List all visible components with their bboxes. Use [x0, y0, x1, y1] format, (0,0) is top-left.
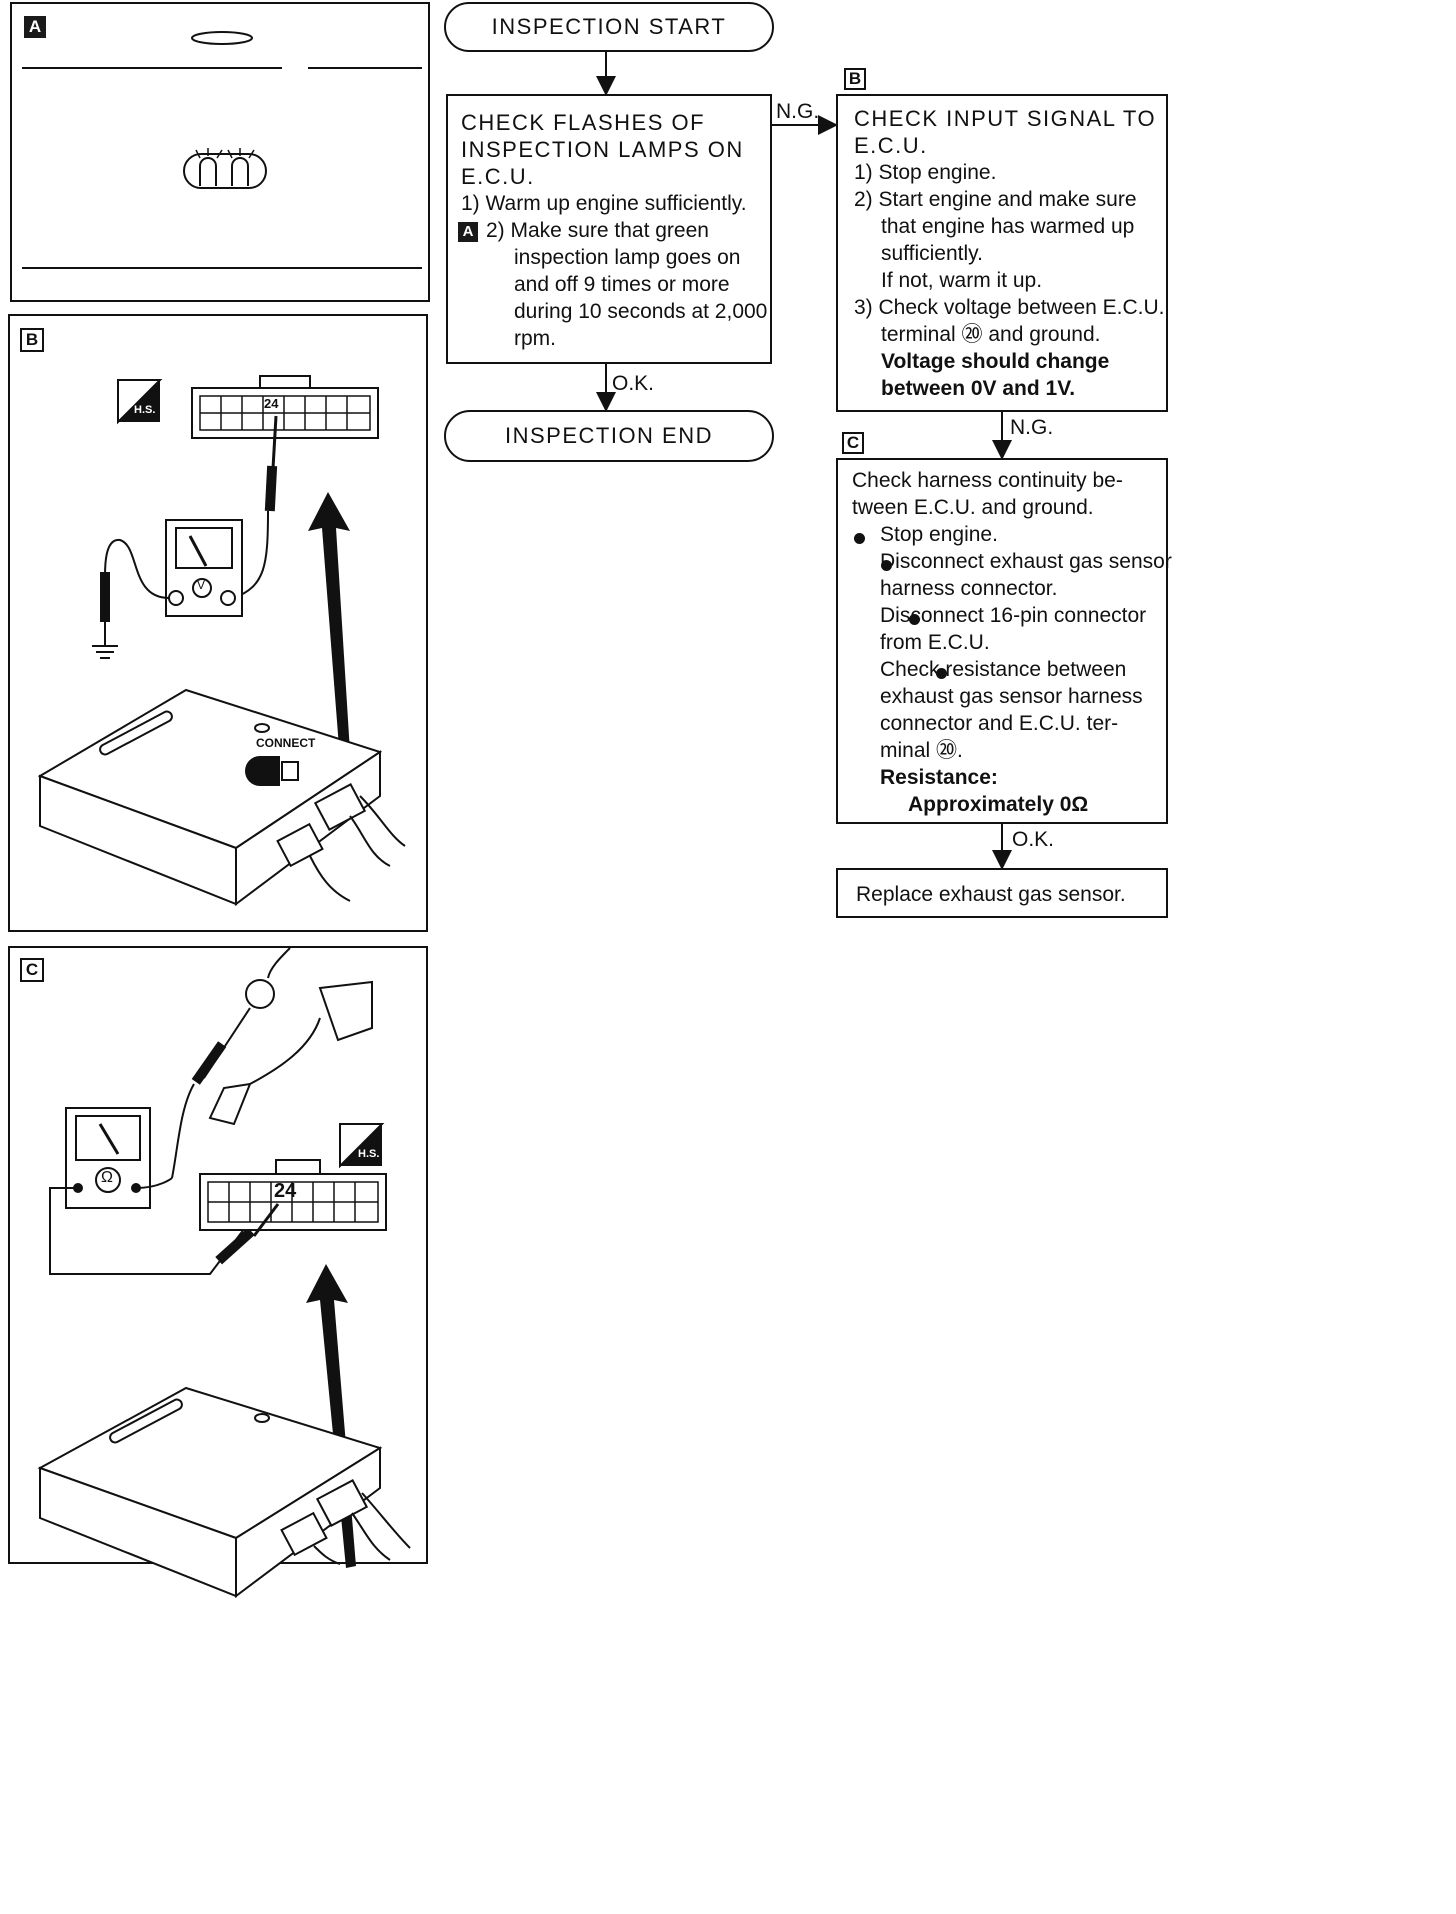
hs-label-c: H.S.	[358, 1148, 380, 1160]
ok-label-2: O.K.	[1012, 828, 1055, 851]
terminal-24-symbol: ⑳	[961, 323, 983, 346]
harness-continuity-box: Check harness continuity be- tween E.C.U…	[836, 458, 1172, 824]
ng-label-1: N.G.	[776, 100, 820, 123]
check-input-signal-box: CHECK INPUT SIGNAL TO E.C.U. 1) Stop eng…	[836, 94, 1168, 412]
bullet-2	[881, 560, 893, 572]
inspection-start: INSPECTION START	[444, 2, 774, 52]
box-b-tag: B	[844, 68, 866, 90]
harness-intro-2: tween E.C.U. and ground.	[852, 496, 1094, 519]
check-flashes-step2-3: and off 9 times or more	[514, 273, 730, 296]
input-signal-title-2: E.C.U.	[854, 133, 928, 158]
replace-sensor-text: Replace exhaust gas sensor.	[856, 883, 1126, 906]
input-signal-step2-3: sufficiently.	[881, 242, 983, 265]
input-signal-step2-1: 2) Start engine and make sure	[854, 188, 1137, 211]
check-flashes-step1: 1) Warm up engine sufficiently.	[461, 192, 747, 215]
harness-bullet-2-2: harness connector.	[880, 577, 1058, 600]
input-signal-step2-4: If not, warm it up.	[881, 269, 1043, 292]
panel-b-tag: B	[20, 328, 44, 352]
check-flashes-title-3: E.C.U.	[461, 164, 535, 189]
ok-label-1: O.K.	[612, 372, 655, 395]
check-flashes-title-2: INSPECTION LAMPS ON	[461, 137, 744, 162]
resistance-label: Resistance:	[880, 766, 998, 789]
harness-bullet-1-1: Stop engine.	[880, 523, 998, 546]
ng-label-2: N.G.	[1010, 416, 1054, 439]
input-signal-step3-2: terminal ⑳ and ground.	[881, 323, 1101, 346]
connector-pin-label-c: 24	[274, 1180, 297, 1202]
bullet-4	[936, 668, 948, 680]
step2-ref-tag: A	[458, 222, 478, 242]
harness-bullet-4-1: Check resistance between	[880, 658, 1127, 681]
voltmeter-check-illustration	[37, 375, 406, 906]
ohmmeter-symbol: Ω	[101, 1169, 113, 1186]
hs-label-b: H.S.	[134, 404, 156, 416]
replace-sensor-box: Replace exhaust gas sensor.	[836, 868, 1168, 918]
panel-b: B	[8, 314, 428, 932]
check-flashes-step2-5: rpm.	[514, 327, 556, 350]
input-signal-step3-1: 3) Check voltage between E.C.U.	[854, 296, 1165, 319]
input-signal-step1: 1) Stop engine.	[854, 161, 997, 184]
check-flashes-step2-1: 2) Make sure that green	[486, 219, 709, 242]
ohmmeter-check-illustration	[37, 947, 411, 1598]
connect-label: CONNECT	[256, 736, 316, 750]
harness-bullet-2-1: Disconnect exhaust gas sensor	[880, 550, 1172, 573]
harness-bullet-3-2: from E.C.U.	[880, 631, 990, 654]
connector-pin-label-b: 24	[264, 396, 279, 411]
check-flashes-title-1: CHECK FLASHES OF	[461, 110, 706, 135]
input-signal-step2-2: that engine has warmed up	[881, 215, 1135, 238]
check-flashes-step2-4: during 10 seconds at 2,000	[514, 300, 768, 323]
inspection-end: INSPECTION END	[444, 410, 774, 462]
bullet-1	[854, 533, 865, 545]
harness-intro-1: Check harness continuity be-	[852, 469, 1123, 492]
panel-a: A	[10, 2, 430, 302]
resistance-value: Approximately 0Ω	[908, 793, 1089, 816]
panel-a-tag: A	[24, 16, 46, 38]
panel-c-tag: C	[20, 958, 44, 982]
bullet-3	[908, 614, 920, 626]
harness-bullet-4-4: minal ⑳.	[880, 739, 963, 762]
box-c-tag: C	[842, 432, 864, 454]
input-signal-bold-2: between 0V and 1V.	[881, 377, 1076, 400]
check-flashes-step2-2: inspection lamp goes on	[514, 246, 741, 269]
voltmeter-symbol: V	[197, 578, 206, 592]
input-signal-title-1: CHECK INPUT SIGNAL TO	[854, 106, 1157, 131]
panel-c: C	[8, 946, 428, 1598]
check-flashes-box: CHECK FLASHES OF INSPECTION LAMPS ON E.C…	[446, 94, 772, 364]
harness-bullet-3-1: Disconnect 16-pin connector	[880, 604, 1147, 627]
input-signal-bold-1: Voltage should change	[881, 350, 1110, 373]
ecu-lamp-illustration	[22, 31, 422, 269]
harness-bullet-4-2: exhaust gas sensor harness	[880, 685, 1143, 708]
harness-bullet-4-3: connector and E.C.U. ter-	[880, 712, 1119, 735]
